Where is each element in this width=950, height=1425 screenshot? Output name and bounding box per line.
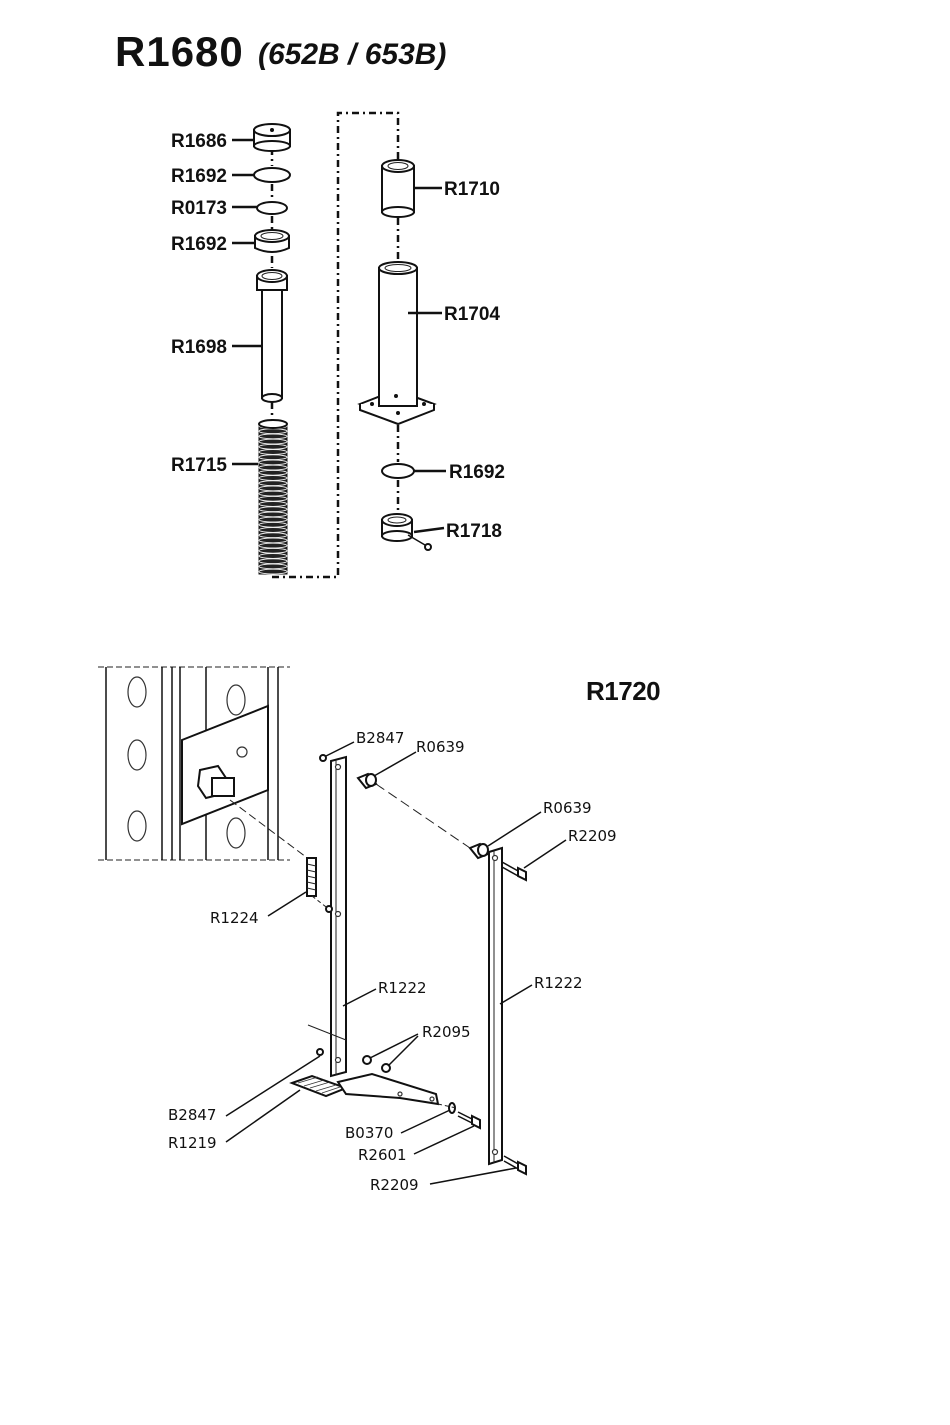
part-label-r1715: R1715	[171, 455, 227, 476]
part-label-r1704: R1704	[444, 304, 500, 325]
part-label-r1219: R1219	[168, 1134, 217, 1152]
part-label-r1698: R1698	[171, 337, 227, 358]
tube-part	[360, 262, 434, 424]
collar-part	[382, 514, 431, 550]
bolt-upper	[502, 862, 526, 880]
part-label-r0639-right: R0639	[543, 799, 592, 817]
part-label-b0370: B0370	[345, 1124, 393, 1142]
part-label-r2209-bottom: R2209	[370, 1176, 419, 1194]
washer-part-lower	[382, 464, 414, 478]
spacer-lower	[470, 844, 488, 858]
lower-assembly-view: B2847 R0639 R0639 R2209 R1224 R1222 R122…	[98, 667, 617, 1194]
left-upright-bar	[331, 757, 346, 1076]
nut-bottom	[317, 1049, 323, 1055]
ring-part	[257, 202, 287, 214]
part-label-r1686: R1686	[171, 131, 227, 152]
right-upright-bar	[489, 848, 502, 1164]
part-label-r2209-top: R2209	[568, 827, 617, 845]
bolt-r2601	[458, 1112, 480, 1128]
part-label-r2601: R2601	[358, 1146, 407, 1164]
part-label-r1692-lower: R1692	[449, 462, 505, 483]
bushing-part	[255, 230, 289, 252]
part-label-r1692-mid: R1692	[171, 234, 227, 255]
sleeve-part	[382, 160, 414, 217]
cap-part	[254, 124, 290, 151]
part-label-r1224: R1224	[210, 909, 259, 927]
spacer-upper	[358, 774, 376, 788]
washer-r2095-a	[363, 1056, 371, 1064]
part-label-b2847-top: B2847	[356, 729, 404, 747]
latch-spring	[307, 858, 332, 912]
part-label-r1692-top: R1692	[171, 166, 227, 187]
part-label-r0639-top: R0639	[416, 738, 465, 756]
part-label-r1222-left: R1222	[378, 979, 427, 997]
upper-exploded-view: R1686 R1692 R0173 R1692 R1698 R1715 R171…	[171, 113, 505, 577]
bolt-lower	[504, 1156, 526, 1174]
nut-top	[320, 755, 326, 761]
spring-part	[259, 420, 287, 574]
pedal-arm	[292, 1074, 438, 1104]
washer-part	[254, 168, 290, 182]
rack-detail-inset	[98, 667, 310, 860]
part-label-r1718: R1718	[446, 521, 502, 542]
part-label-r2095: R2095	[422, 1023, 471, 1041]
part-label-r0173: R0173	[171, 198, 227, 219]
part-label-r1222-right: R1222	[534, 974, 583, 992]
piston-rod-part	[257, 270, 287, 402]
part-label-r1710: R1710	[444, 179, 500, 200]
part-label-b2847-bottom: B2847	[168, 1106, 216, 1124]
